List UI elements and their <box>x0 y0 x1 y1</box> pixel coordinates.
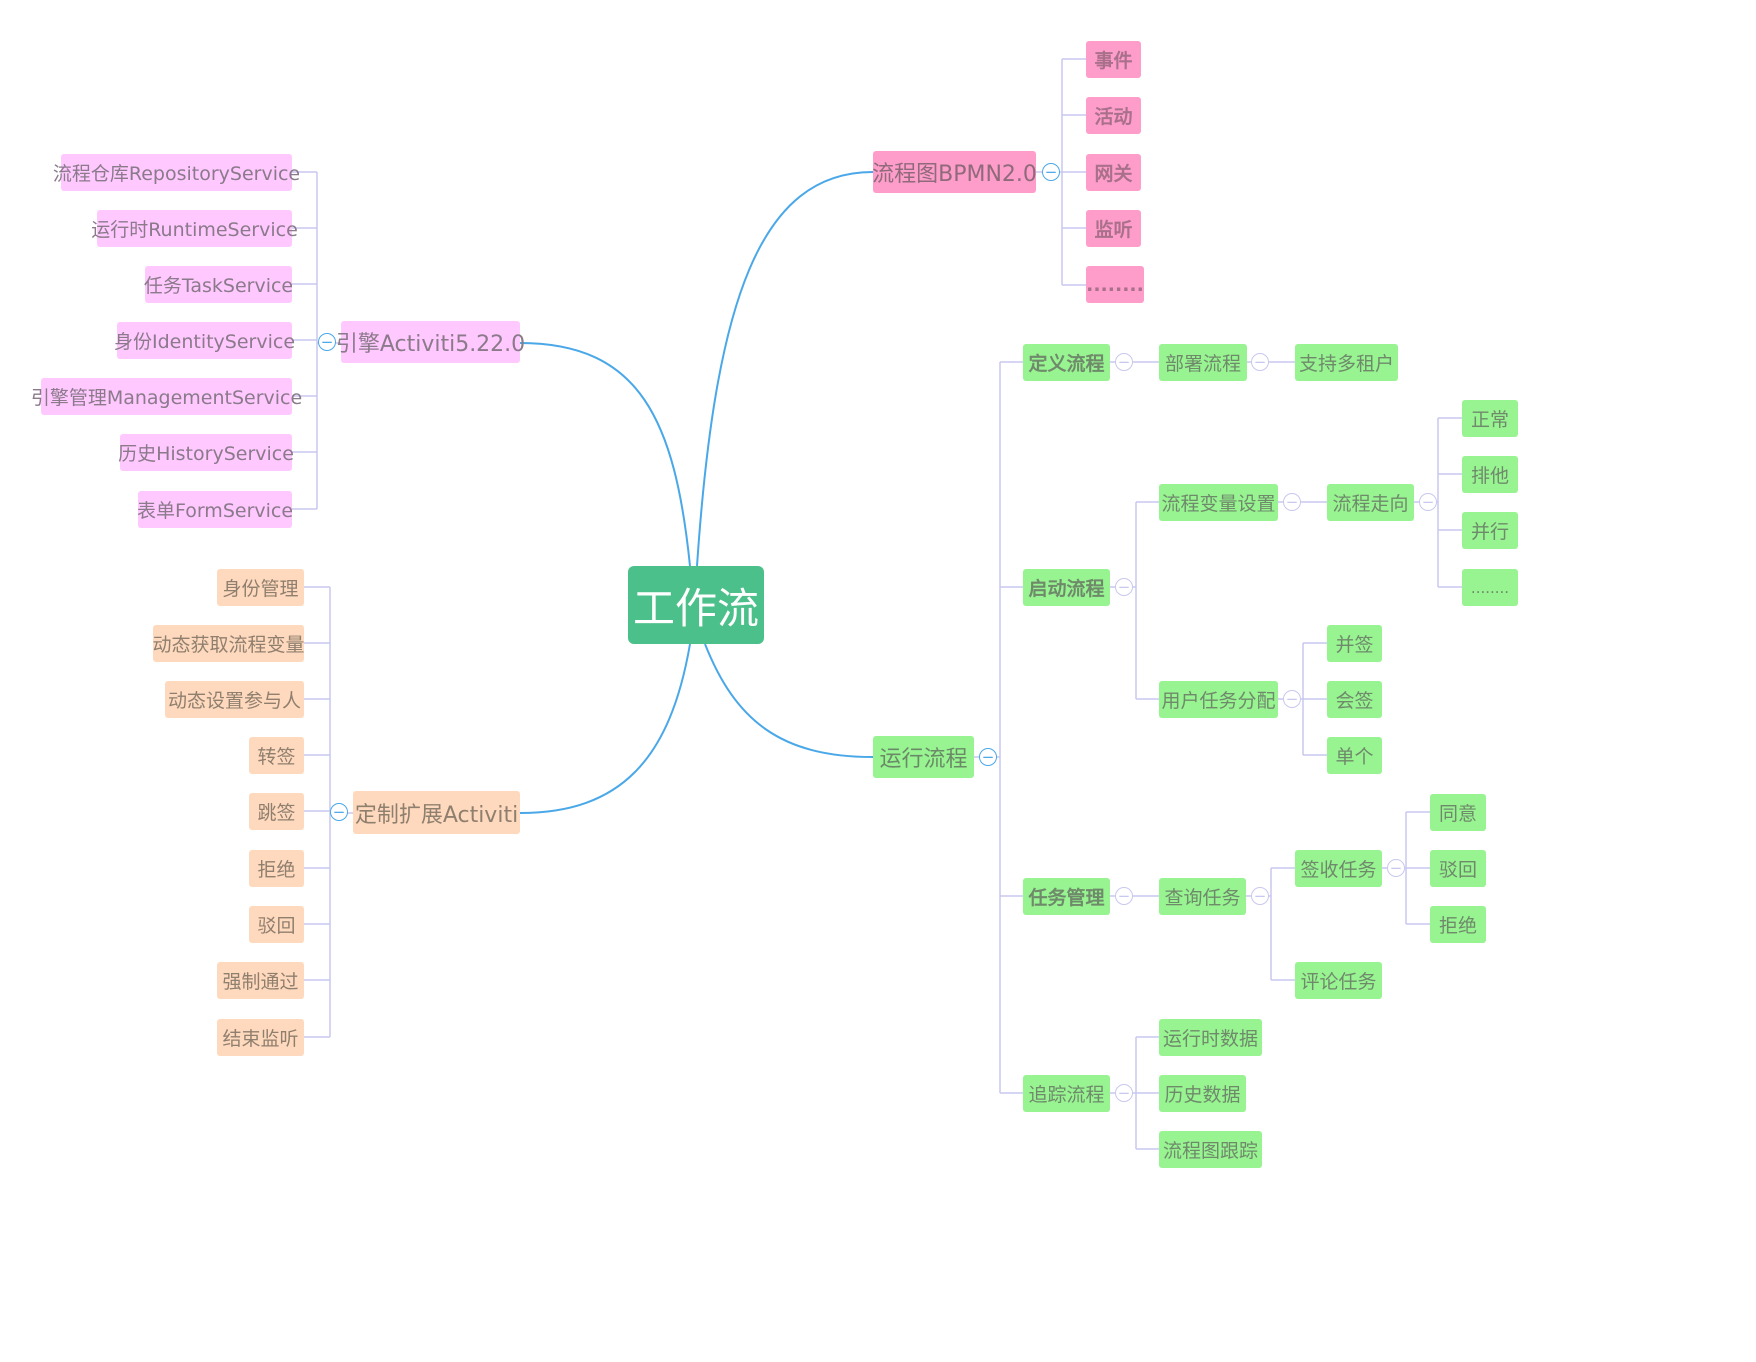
node-direction-more[interactable]: ........ <box>1462 569 1518 606</box>
node-bpmn-more[interactable]: ........ <box>1086 266 1144 303</box>
collapse-toggle-assign[interactable]: − <box>1283 690 1301 708</box>
node-diagram-tracking[interactable]: 流程图跟踪 <box>1159 1131 1262 1168</box>
node-task-service[interactable]: 任务TaskService <box>144 266 293 303</box>
node-exclusive[interactable]: 排他 <box>1462 456 1518 493</box>
collapse-toggle-start[interactable]: − <box>1115 578 1133 596</box>
node-parallel-sign[interactable]: 并签 <box>1327 625 1382 662</box>
node-send-back[interactable]: 驳回 <box>1430 850 1486 887</box>
link-root-custom <box>519 643 691 814</box>
node-identity-mgmt[interactable]: 身份管理 <box>217 569 304 606</box>
collapse-toggle-task[interactable]: − <box>1115 887 1133 905</box>
node-history-data[interactable]: 历史数据 <box>1159 1075 1246 1112</box>
topic-engine[interactable]: 引擎Activiti5.22.0 <box>336 321 525 363</box>
node-return[interactable]: 驳回 <box>249 906 304 943</box>
node-process-vars[interactable]: 流程变量设置 <box>1159 484 1278 521</box>
node-query-task[interactable]: 查询任务 <box>1159 878 1246 915</box>
collapse-toggle-vars[interactable]: − <box>1283 493 1301 511</box>
node-single[interactable]: 单个 <box>1327 737 1382 774</box>
node-listener[interactable]: 监听 <box>1086 210 1141 247</box>
collapse-toggle-custom[interactable]: − <box>330 803 348 821</box>
link-query-children <box>1246 867 1295 981</box>
node-refuse[interactable]: 拒绝 <box>1430 906 1486 943</box>
node-parallel[interactable]: 并行 <box>1462 512 1518 549</box>
node-define-process[interactable]: 定义流程 <box>1023 344 1110 381</box>
node-start-process[interactable]: 启动流程 <box>1023 569 1110 606</box>
node-user-task-assign[interactable]: 用户任务分配 <box>1159 681 1278 718</box>
node-counter-sign[interactable]: 会签 <box>1327 681 1382 718</box>
collapse-toggle-engine[interactable]: − <box>318 333 336 351</box>
node-reject[interactable]: 拒绝 <box>249 850 304 887</box>
topic-custom[interactable]: 定制扩展Activiti <box>353 791 520 834</box>
link-root-bpmn <box>696 171 874 567</box>
node-identity-service[interactable]: 身份IdentityService <box>114 322 295 359</box>
node-comment-task[interactable]: 评论任务 <box>1295 962 1382 999</box>
node-history-service[interactable]: 历史HistoryService <box>118 434 294 471</box>
node-track-process[interactable]: 追踪流程 <box>1023 1075 1110 1112</box>
node-multi-tenant[interactable]: 支持多租户 <box>1295 344 1398 381</box>
node-task-management[interactable]: 任务管理 <box>1023 878 1110 915</box>
node-runtime-data[interactable]: 运行时数据 <box>1159 1019 1262 1056</box>
collapse-toggle-run[interactable]: − <box>979 748 997 766</box>
node-event[interactable]: 事件 <box>1086 41 1141 78</box>
link-root-engine <box>519 342 691 567</box>
node-form-service[interactable]: 表单FormService <box>137 491 293 528</box>
node-dynamic-vars[interactable]: 动态获取流程变量 <box>153 625 305 662</box>
node-agree[interactable]: 同意 <box>1430 794 1486 831</box>
collapse-toggle-query[interactable]: − <box>1251 887 1269 905</box>
node-process-direction[interactable]: 流程走向 <box>1327 484 1414 521</box>
root-topic[interactable]: 工作流 <box>628 566 764 644</box>
link-run-children <box>974 361 1023 1094</box>
link-start-children <box>1110 501 1159 700</box>
node-normal[interactable]: 正常 <box>1462 400 1518 437</box>
collapse-toggle-track[interactable]: − <box>1115 1084 1133 1102</box>
collapse-toggle-define[interactable]: − <box>1115 353 1133 371</box>
node-dynamic-assignee[interactable]: 动态设置参与人 <box>165 681 304 718</box>
node-claim-task[interactable]: 签收任务 <box>1295 850 1382 887</box>
link-root-run <box>704 643 874 758</box>
node-activity[interactable]: 活动 <box>1086 97 1141 134</box>
node-force-pass[interactable]: 强制通过 <box>217 962 304 999</box>
node-management-service[interactable]: 引擎管理ManagementService <box>31 378 302 415</box>
node-transfer[interactable]: 转签 <box>249 737 304 774</box>
collapse-toggle-claim[interactable]: − <box>1387 859 1405 877</box>
node-gateway[interactable]: 网关 <box>1086 154 1141 191</box>
node-repository-service[interactable]: 流程仓库RepositoryService <box>53 154 300 191</box>
collapse-toggle-direction[interactable]: − <box>1419 493 1437 511</box>
node-runtime-service[interactable]: 运行时RuntimeService <box>91 210 298 247</box>
node-jump[interactable]: 跳签 <box>249 793 304 830</box>
collapse-toggle-bpmn[interactable]: − <box>1042 163 1060 181</box>
node-deploy-process[interactable]: 部署流程 <box>1159 344 1247 381</box>
topic-run[interactable]: 运行流程 <box>873 736 974 778</box>
node-end-listener[interactable]: 结束监听 <box>217 1019 304 1056</box>
collapse-toggle-deploy[interactable]: − <box>1251 353 1269 371</box>
topic-bpmn[interactable]: 流程图BPMN2.0 <box>872 151 1037 193</box>
